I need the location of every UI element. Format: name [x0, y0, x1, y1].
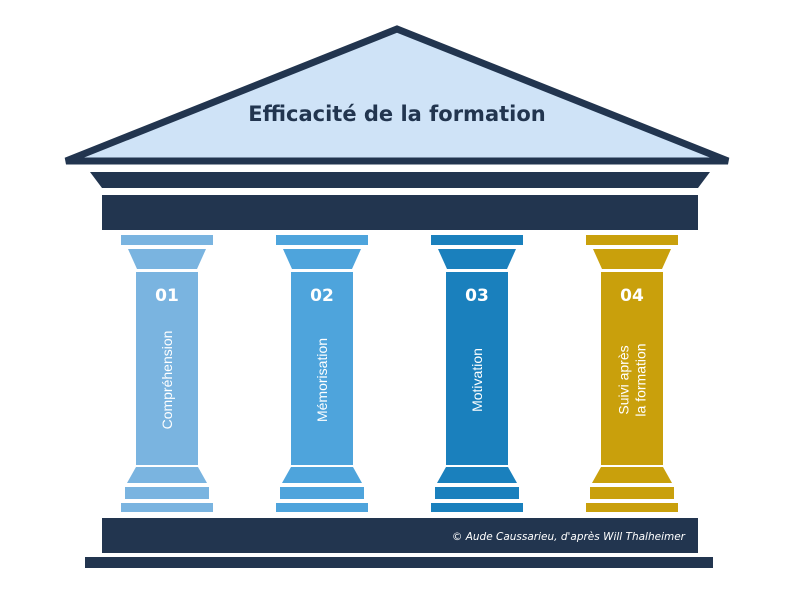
base-step	[125, 487, 209, 499]
capital-bar	[276, 235, 368, 245]
pillar-shaft	[601, 272, 663, 465]
base-step	[435, 487, 519, 499]
pillar-shaft	[291, 272, 353, 465]
base-step	[280, 487, 364, 499]
platform	[102, 518, 698, 553]
platform-base	[85, 557, 713, 568]
capital-trapezoid	[283, 249, 361, 269]
base-plinth	[121, 503, 213, 512]
pillar-shaft	[136, 272, 198, 465]
pillar-number: 02	[310, 286, 334, 306]
capital-bar	[121, 235, 213, 245]
base-trapezoid	[127, 467, 207, 483]
base-plinth	[431, 503, 523, 512]
pillar-number: 04	[620, 286, 644, 306]
base-plinth	[586, 503, 678, 512]
pillar-number: 03	[465, 286, 489, 306]
pillar-label: Motivation	[469, 348, 485, 412]
entablature-top	[90, 172, 710, 188]
pillar-label: Mémorisation	[314, 338, 330, 422]
capital-bar	[586, 235, 678, 245]
roof	[64, 25, 730, 165]
pillar-number: 01	[155, 286, 179, 306]
base-trapezoid	[592, 467, 672, 483]
pillar-label: Compréhension	[159, 331, 175, 430]
capital-trapezoid	[593, 249, 671, 269]
pillar-label: Suivi après	[616, 345, 632, 414]
capital-trapezoid	[438, 249, 516, 269]
base-plinth	[276, 503, 368, 512]
base-trapezoid	[282, 467, 362, 483]
capital-trapezoid	[128, 249, 206, 269]
base-trapezoid	[437, 467, 517, 483]
base-step	[590, 487, 674, 499]
entablature-beam	[102, 195, 698, 230]
pillar-label: la formation	[633, 343, 649, 416]
pillar-shaft	[446, 272, 508, 465]
credit-text: © Aude Caussarieu, d'après Will Thalheim…	[452, 531, 686, 543]
capital-bar	[431, 235, 523, 245]
diagram-title: Efficacité de la formation	[248, 102, 545, 126]
